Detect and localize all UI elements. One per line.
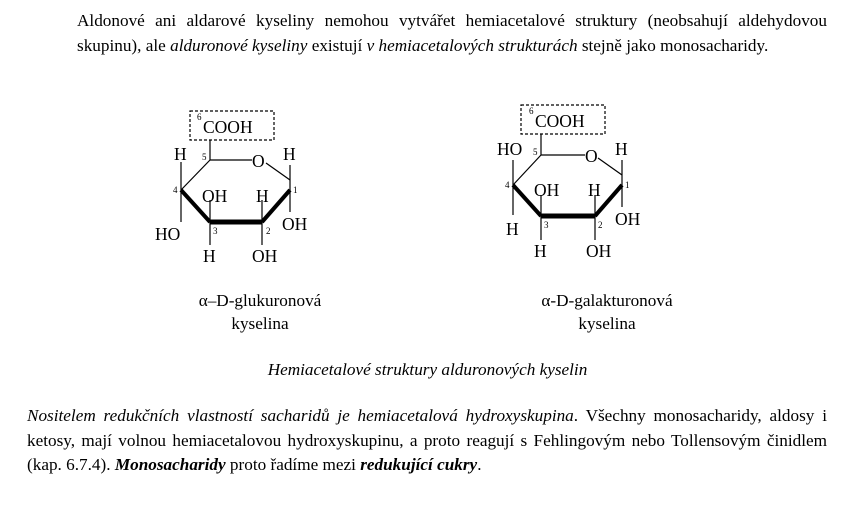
closing-strong-emphasis: redukující cukry: [360, 455, 478, 474]
ring-oxygen: O: [252, 151, 265, 171]
intro-paragraph: Aldonové ani aldarové kyseliny nemohou v…: [77, 9, 827, 58]
locant-4: 4: [505, 180, 510, 190]
cooh-group: COOH: [203, 117, 253, 137]
closing-text: . Všechny monosacharidy, aldosy i ketosy…: [27, 406, 827, 474]
molecule-name-line: kyselina: [578, 314, 636, 333]
substituent-label: HO: [497, 139, 522, 159]
substituent-label: OH: [586, 241, 612, 261]
molecule-name-line: α–D-glukuronová: [198, 291, 322, 310]
closing-strong-emphasis: Monosacharidy: [114, 455, 226, 474]
intro-text: Aldonové ani aldarové kyseliny nemohou v…: [77, 11, 827, 55]
locant-5: 5: [533, 147, 538, 157]
locant-3: 3: [213, 226, 218, 236]
galacturonic-acid-structure: 6 COOH HO O H OH H H H OH OH 5 4 3 2 1: [497, 104, 641, 261]
molecule-name-line: α-D-galakturonová: [541, 291, 673, 310]
substituent-label: H: [203, 246, 216, 266]
ring-oxygen: O: [585, 146, 598, 166]
substituent-label: H: [534, 241, 547, 261]
substituent-label: H: [174, 144, 187, 164]
closing-paragraph: Nositelem redukčních vlastností sacharid…: [27, 404, 827, 478]
substituent-label: OH: [615, 209, 641, 229]
substituent-label: OH: [282, 214, 308, 234]
substituent-label: HO: [155, 224, 180, 244]
closing-emphasis: Nositelem redukčních vlastností sacharid…: [27, 406, 574, 425]
locant-4: 4: [173, 185, 178, 195]
substituent-label: H: [256, 186, 269, 206]
substituent-label: H: [615, 139, 628, 159]
glucuronic-acid-structure: 6 COOH H O H OH H HO H OH OH 5: [155, 110, 308, 266]
intro-emphasis: alduronové kyseliny: [170, 35, 308, 55]
locant-1: 1: [625, 180, 630, 190]
substituent-label: H: [506, 219, 519, 239]
intro-text: existují: [307, 35, 367, 55]
substituent-label: OH: [534, 180, 560, 200]
closing-text: .: [477, 455, 482, 474]
locant-3: 3: [544, 220, 549, 230]
locant-2: 2: [266, 226, 271, 236]
molecule-name-line: kyselina: [231, 314, 289, 333]
substituent-label: OH: [252, 246, 278, 266]
substituent-label: H: [283, 144, 296, 164]
locant-5: 5: [202, 152, 207, 162]
locant-2: 2: [598, 220, 603, 230]
cooh-dashed-box: [520, 104, 606, 135]
cooh-group: COOH: [535, 111, 585, 131]
substituent-label: OH: [202, 186, 228, 206]
locant-6: 6: [529, 106, 534, 116]
figure-caption: Hemiacetalové struktury alduronových kys…: [267, 360, 588, 379]
haworth-structures-figure: 6 COOH H O H OH H HO H OH OH 5: [155, 104, 641, 266]
intro-text: stejně jako monosacharidy.: [577, 35, 769, 55]
locant-6: 6: [197, 112, 202, 122]
galacturonic-acid-name: α-D-galakturonová kyselina: [487, 289, 727, 335]
cooh-dashed-box: [189, 110, 275, 141]
substituent-label: H: [588, 180, 601, 200]
glucuronic-acid-name: α–D-glukuronová kyselina: [150, 289, 370, 335]
intro-emphasis: v hemiacetalových strukturách: [366, 35, 578, 55]
locant-1: 1: [293, 185, 298, 195]
closing-text: proto řadíme mezi: [225, 455, 361, 474]
